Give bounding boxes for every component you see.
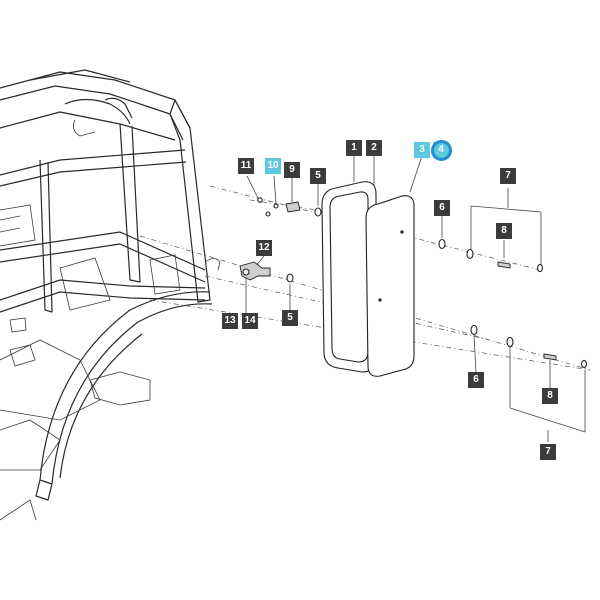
callout-11[interactable]: 11 [238, 158, 254, 174]
callout-5-lower[interactable]: 5 [282, 310, 298, 326]
callout-7-upper[interactable]: 7 [500, 168, 516, 184]
callout-5-upper[interactable]: 5 [310, 168, 326, 184]
hardware-items [239, 197, 587, 369]
callout-1[interactable]: 1 [346, 140, 362, 156]
window-seal [321, 181, 377, 373]
leader-lines [245, 155, 586, 442]
callout-12[interactable]: 12 [256, 240, 272, 256]
callout-3[interactable]: 3 [414, 142, 430, 158]
callout-14[interactable]: 14 [242, 313, 258, 329]
callout-7-lower[interactable]: 7 [540, 444, 556, 460]
callout-10[interactable]: 10 [265, 158, 281, 174]
vehicle-cab-frame [0, 69, 221, 521]
callout-13[interactable]: 13 [222, 313, 238, 329]
callout-8-upper[interactable]: 8 [496, 223, 512, 239]
callout-6-lower[interactable]: 6 [468, 372, 484, 388]
callout-6-upper[interactable]: 6 [434, 200, 450, 216]
callout-9[interactable]: 9 [284, 162, 300, 178]
selection-ring [431, 140, 452, 161]
window-glass-panel [365, 195, 415, 377]
callout-8-lower[interactable]: 8 [542, 388, 558, 404]
callout-2[interactable]: 2 [366, 140, 382, 156]
